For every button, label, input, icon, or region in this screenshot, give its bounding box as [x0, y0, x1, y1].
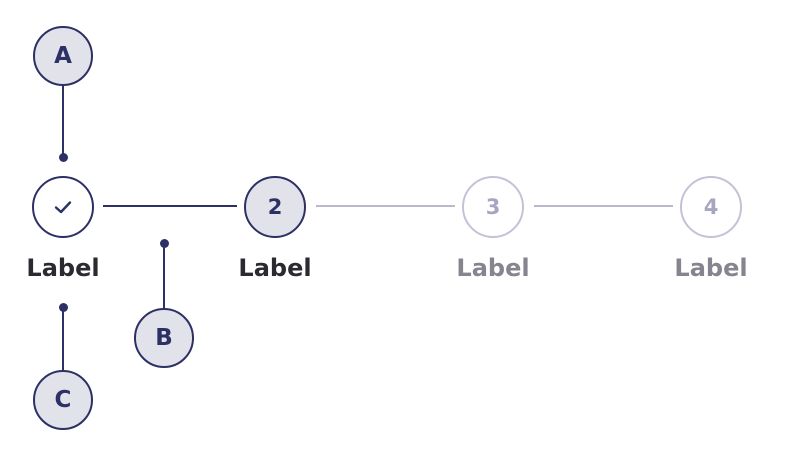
step-3-label: Label	[456, 254, 530, 282]
step-1-label: Label	[26, 254, 100, 282]
step-2-indicator[interactable]: 2	[244, 176, 306, 238]
connector-1-2	[103, 205, 237, 207]
step-3-indicator[interactable]: 3	[462, 176, 524, 238]
step-3-number: 3	[485, 195, 501, 219]
step-4-number: 4	[703, 195, 719, 219]
callout-b-leader-line	[163, 244, 165, 310]
callout-a-leader-line	[62, 85, 64, 157]
callout-c-leader-line	[62, 308, 64, 372]
step-2-number: 2	[267, 195, 283, 219]
check-icon	[54, 201, 72, 214]
callout-a-leader-dot	[58, 153, 68, 162]
callout-b-leader-dot	[159, 239, 169, 248]
callout-b: B	[134, 308, 194, 368]
step-2-label: Label	[238, 254, 312, 282]
step-1-indicator[interactable]	[32, 176, 94, 238]
connector-2-3	[316, 205, 455, 207]
step-4-label: Label	[674, 254, 748, 282]
step-4-indicator[interactable]: 4	[680, 176, 742, 238]
callout-a: A	[33, 26, 93, 86]
connector-3-4	[534, 205, 673, 207]
callout-c-leader-dot	[58, 303, 68, 312]
callout-c: C	[33, 370, 93, 430]
